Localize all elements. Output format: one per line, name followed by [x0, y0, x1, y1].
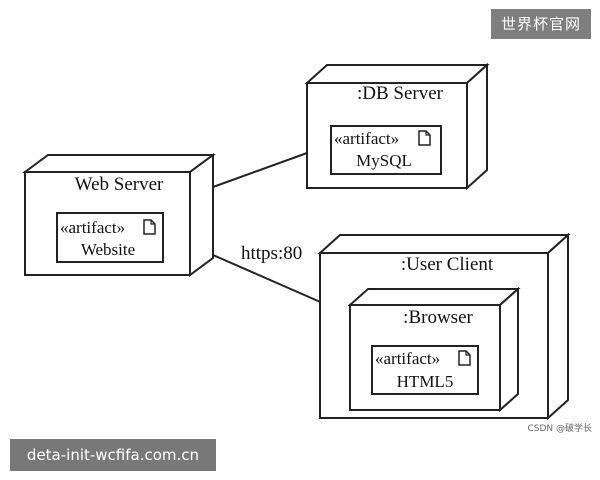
artifact-website-stereotype: «artifact» [60, 218, 125, 237]
watermark-csdn-credit: CSDN @破学长 [527, 424, 592, 434]
node-web-server: Web Server «artifact» Website [21, 153, 217, 277]
document-icon [418, 130, 431, 146]
artifact-html5-name: HTML5 [397, 372, 454, 391]
artifact-website: «artifact» Website [56, 212, 164, 263]
node-user-client-title: :User Client [401, 254, 494, 275]
document-icon [143, 219, 156, 235]
node-user-client: :User Client :Browser «artifact» HTML5 [317, 232, 571, 421]
connector-web-db [212, 152, 308, 188]
node-db-server: :DB Server «artifact» MySQL [304, 62, 490, 191]
node-web-server-title: Web Server [75, 174, 164, 195]
node-browser: :Browser «artifact» HTML5 [347, 286, 521, 413]
node-db-server-title: :DB Server [357, 83, 444, 104]
artifact-mysql: «artifact» MySQL [330, 125, 442, 175]
connector-label-https: https:80 [241, 243, 302, 264]
artifact-mysql-stereotype: «artifact» [334, 129, 399, 148]
artifact-html5: «artifact» HTML5 [371, 345, 479, 395]
document-icon [458, 350, 471, 366]
artifact-mysql-name: MySQL [356, 151, 412, 170]
node-browser-title: :Browser [403, 307, 473, 328]
watermark-top-right: 世界杯官网 [491, 9, 591, 39]
artifact-html5-stereotype: «artifact» [375, 349, 440, 368]
watermark-bottom-left: deta-init-wcfifa.com.cn [10, 439, 216, 471]
artifact-website-name: Website [81, 240, 135, 259]
